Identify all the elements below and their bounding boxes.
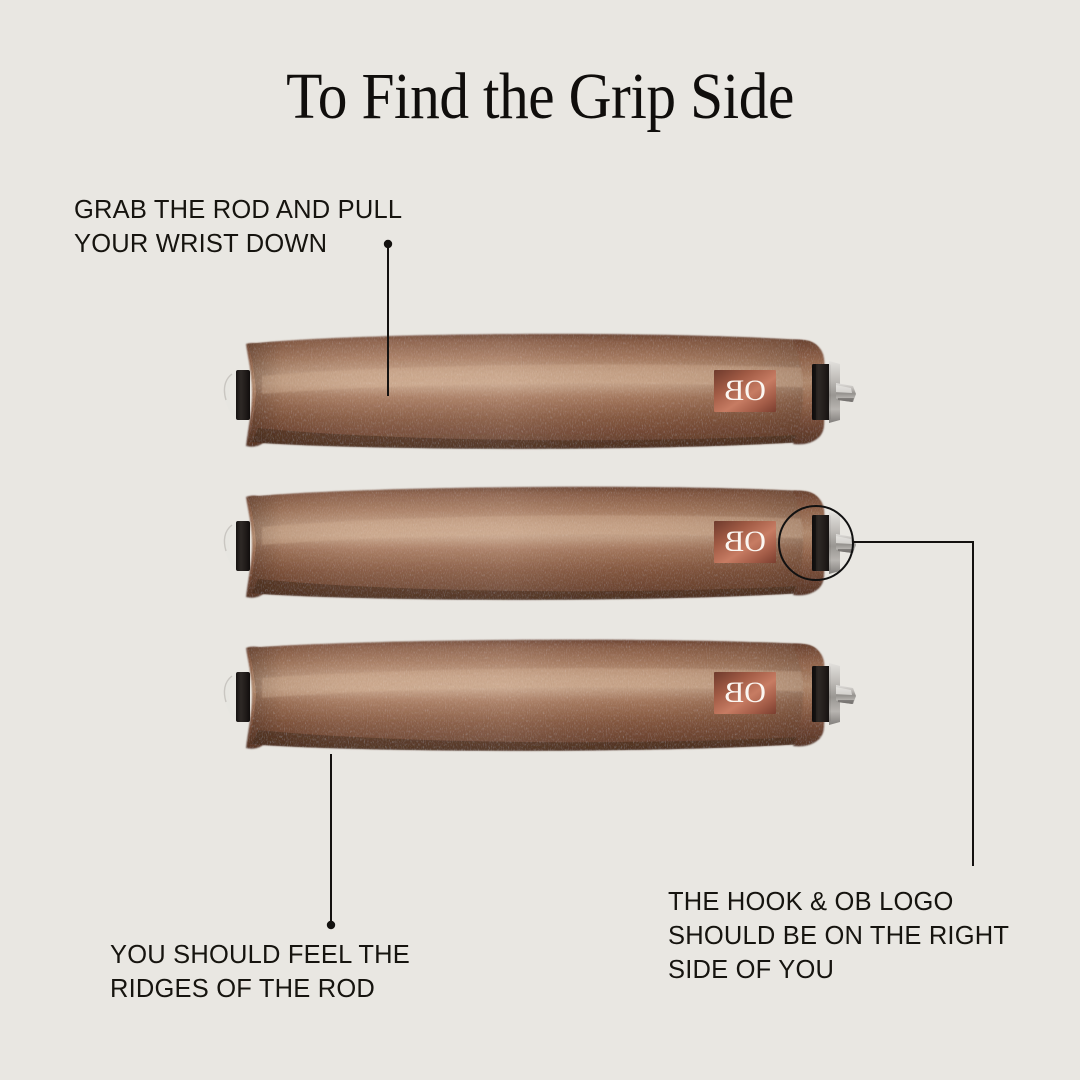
rod-illustration: OB (223, 333, 856, 449)
leader-dot-feel-ridges (326, 920, 336, 930)
rod-sheen (262, 668, 816, 698)
page-title: To Find the Grip Side (286, 60, 794, 133)
rod-underside-shadow (252, 579, 816, 600)
velcro-strap-left (223, 521, 250, 571)
rod-illustration: OB (223, 639, 856, 751)
rod-sheen (262, 364, 816, 394)
ob-logo-text: OB (724, 525, 766, 558)
annotation-feel-ridges: YOU SHOULD FEEL THE RIDGES OF THE ROD (110, 941, 410, 1003)
metal-hook-right (836, 383, 856, 402)
curling-rod-2: OB (218, 477, 858, 607)
velcro-strap-left (223, 370, 250, 420)
curling-rod-1: OB (218, 328, 858, 458)
leader-line-hook-logo (853, 541, 974, 866)
rod-sheen (262, 515, 816, 545)
velcro-strap-left (223, 672, 250, 722)
ob-logo-text: OB (724, 374, 766, 407)
hook-callout-circle (778, 505, 854, 581)
curling-rod-3: OB (218, 628, 858, 758)
rod-underside-shadow (252, 428, 816, 449)
ob-logo-patch: OB (714, 521, 776, 563)
velcro-strap-right (812, 361, 840, 423)
annotation-grab-rod: GRAB THE ROD AND PULL YOUR WRIST DOWN (74, 196, 403, 258)
ob-logo-text: OB (724, 676, 766, 709)
rod-body-length-shading (248, 333, 822, 449)
rod-underside-shadow (252, 730, 816, 751)
rod-body-length-shading (248, 486, 822, 600)
metal-hook-right (836, 685, 856, 704)
rod-illustration: OB (223, 486, 856, 600)
velcro-strap-right (812, 663, 840, 725)
rod-body-length-shading (248, 639, 822, 751)
ob-logo-patch: OB (714, 370, 776, 412)
ob-logo-patch: OB (714, 672, 776, 714)
annotation-hook-logo-side: THE HOOK & OB LOGO SHOULD BE ON THE RIGH… (668, 888, 1010, 984)
